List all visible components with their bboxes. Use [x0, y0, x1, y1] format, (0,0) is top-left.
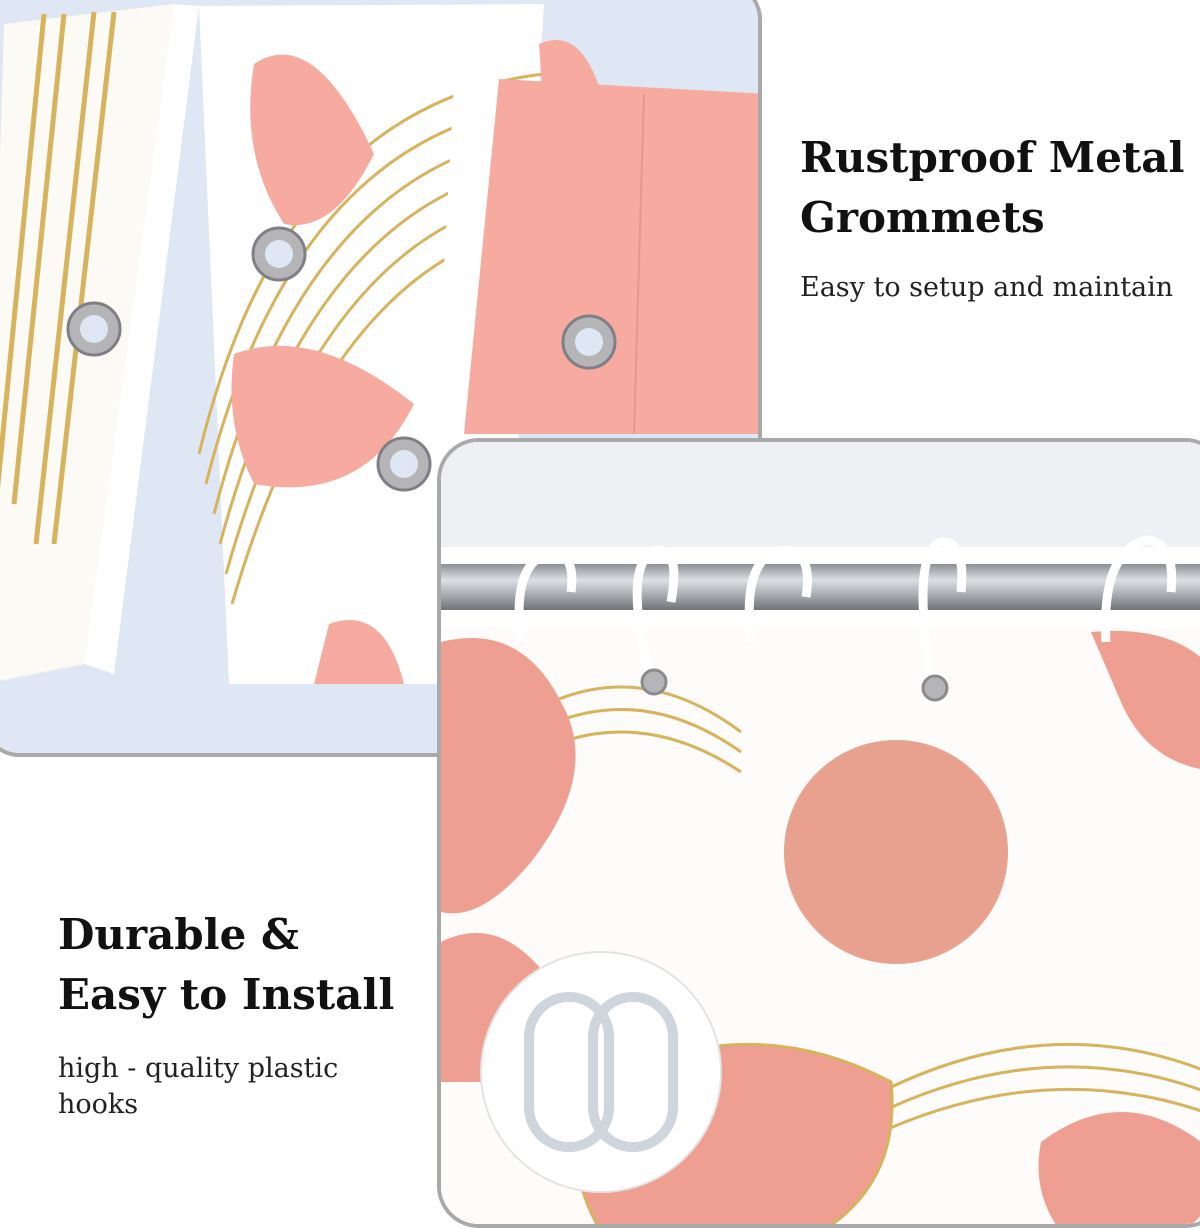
install-feature: Durable & Easy to Install high - quality…	[58, 905, 418, 1123]
curtain-hook-icon	[514, 535, 1177, 684]
plastic-ring-icon	[524, 992, 678, 1152]
install-subtitle: high - quality plastic hooks	[58, 1053, 339, 1120]
coral-sun	[784, 740, 1008, 964]
grommets-title-line2: Grommets	[800, 193, 1045, 242]
grommet-icon	[66, 301, 122, 357]
monstera-leaf	[441, 638, 576, 914]
pink-header	[464, 79, 758, 434]
install-title-line2: Easy to Install	[58, 970, 395, 1019]
grommets-subtitle: Easy to setup and maintain	[800, 272, 1174, 303]
grommet-icon	[561, 314, 617, 370]
grommet-icon	[640, 668, 949, 702]
hooks-illustration	[441, 442, 1200, 1224]
install-title-line1: Durable &	[58, 910, 299, 959]
grommet-icon	[251, 226, 307, 282]
hooks-photo-panel	[437, 438, 1200, 1228]
grommets-title-line1: Rustproof Metal	[800, 133, 1185, 182]
plastic-ring-callout	[480, 951, 722, 1193]
grommets-feature: Rustproof Metal Grommets Easy to setup a…	[800, 128, 1190, 306]
pink-leaf	[250, 54, 374, 226]
shower-rod	[441, 564, 1200, 610]
grommet-icon	[376, 436, 432, 492]
